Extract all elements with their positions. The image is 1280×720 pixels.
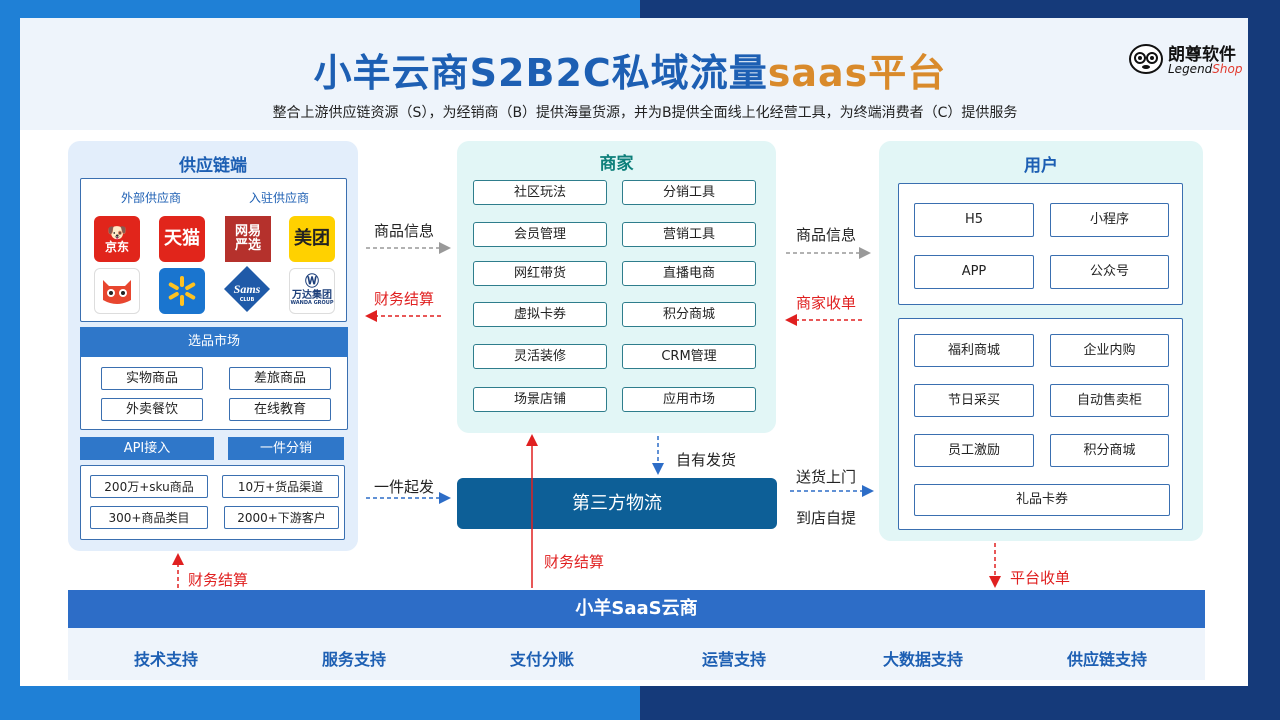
scene-item: 福利商城 [914,334,1034,367]
support-item: 大数据支持 [883,650,964,669]
sheep-icon [1129,44,1163,74]
market-item-food: 外卖餐饮 [101,398,203,421]
flow-merchant-order: 商家收单 [796,294,857,312]
gift-card-item: 礼品卡券 [914,484,1170,516]
market-item-physical: 实物商品 [101,367,203,390]
merchant-item: 积分商城 [622,302,756,327]
external-supplier-label: 外部供应商 [121,191,182,205]
stat-customers: 2000+下游客户 [224,506,339,529]
svg-text:Sams: Sams [234,282,261,296]
flow-one-piece: 一件起发 [374,478,435,496]
api-access-label: API接入 [80,437,214,460]
dropship-label: 一件分销 [228,437,344,460]
support-item: 服务支持 [322,650,387,669]
flow-delivery: 送货上门 [796,468,857,486]
merchant-item: 分销工具 [622,180,756,205]
market-item-travel: 差旅商品 [229,367,331,390]
merchant-title: 商家 [599,154,634,174]
merchant-item: 网红带货 [473,261,607,286]
header-band [20,18,1248,130]
scene-item: 自动售卖柜 [1050,384,1169,417]
support-item: 技术支持 [134,650,199,669]
market-title: 选品市场 [80,327,348,357]
merchant-item: CRM管理 [622,344,756,369]
supply-chain-title: 供应链端 [179,156,247,176]
merchant-item: 应用市场 [622,387,756,412]
merchant-item: 营销工具 [622,222,756,247]
scene-item: 节日采买 [914,384,1034,417]
flow-self-ship: 自有发货 [676,451,737,469]
tmall-cat-logo-icon [94,268,140,314]
netease-yanxuan-logo-icon: 网易严选 [225,216,271,262]
merchant-item: 场景店铺 [473,387,607,412]
tmall-logo-icon: 天猫 [159,216,205,262]
channel-h5: H5 [914,203,1034,237]
internal-supplier-label: 入驻供应商 [249,191,310,205]
merchant-item: 灵活装修 [473,344,607,369]
walmart-spark-icon [159,268,205,314]
stat-channels: 10万+货品渠道 [222,475,339,498]
channel-miniprogram: 小程序 [1050,203,1169,237]
merchant-item: 社区玩法 [473,180,607,205]
market-item-education: 在线教育 [229,398,331,421]
third-party-logistics-node: 第三方物流 [457,478,777,529]
jd-logo-icon: 🐶京东 [94,216,140,262]
support-item: 运营支持 [702,650,767,669]
flow-pickup: 到店自提 [796,509,857,527]
flow-goods-info-right: 商品信息 [796,226,857,244]
flow-goods-info-left: 商品信息 [374,222,435,240]
user-title: 用户 [1024,156,1058,176]
stat-sku: 200万+sku商品 [90,475,208,498]
scene-item: 企业内购 [1050,334,1169,367]
flow-finance-left: 财务结算 [374,290,435,308]
channel-official-account: 公众号 [1050,255,1169,289]
scene-item: 员工激励 [914,434,1034,467]
support-item: 供应链支持 [1067,650,1148,669]
flow-platform-order: 平台收单 [1010,569,1071,587]
meituan-logo-icon: 美团 [289,216,335,262]
flow-finance-center: 财务结算 [544,553,605,571]
saas-platform-bar: 小羊SaaS云商 [68,590,1205,628]
merchant-item: 直播电商 [622,261,756,286]
merchant-item: 虚拟卡券 [473,302,607,327]
scene-item: 积分商城 [1050,434,1169,467]
channel-app: APP [914,255,1034,289]
page-title: 小羊云商S2B2C私域流量saas平台 [313,51,947,95]
merchant-item: 会员管理 [473,222,607,247]
support-item: 支付分账 [510,650,575,669]
legendshop-logo: 朗尊软件 LegendShop [1126,40,1252,80]
svg-text:CLUB: CLUB [240,297,255,303]
support-row: 技术支持 服务支持 支付分账 运营支持 大数据支持 供应链支持 [68,628,1205,680]
flow-finance-bottom-left: 财务结算 [188,571,249,589]
page-subtitle: 整合上游供应链资源（S），为经销商（B）提供海量货源，并为B提供全面线上化经营工… [272,105,1018,121]
stat-categories: 300+商品类目 [90,506,208,529]
